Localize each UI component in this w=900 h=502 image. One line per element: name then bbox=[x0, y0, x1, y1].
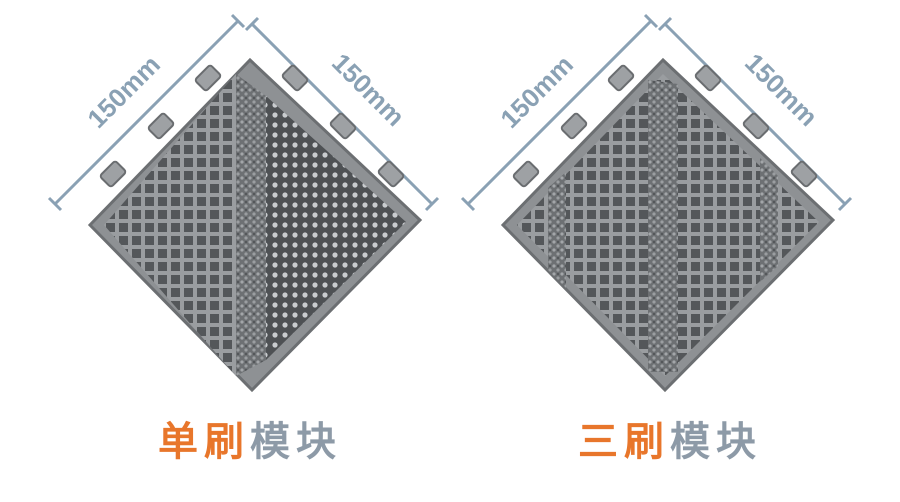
brush-strip bbox=[648, 80, 678, 372]
caption-accent: 三刷 bbox=[578, 419, 670, 465]
brush-strip bbox=[236, 74, 266, 376]
connector-tabs bbox=[512, 64, 818, 188]
caption-single-brush: 单刷模块 bbox=[130, 412, 370, 472]
caption-rest: 模块 bbox=[250, 419, 342, 465]
caption-accent: 单刷 bbox=[158, 419, 250, 465]
brush-strip bbox=[760, 158, 778, 282]
grid-region bbox=[104, 74, 236, 376]
pin-region bbox=[266, 96, 406, 360]
brush-strip bbox=[548, 172, 566, 288]
caption-rest: 模块 bbox=[670, 419, 762, 465]
caption-triple-brush: 三刷模块 bbox=[550, 412, 790, 472]
single-brush-module: 150mm 150mm bbox=[47, 13, 440, 393]
triple-brush-module: 150mm 150mm bbox=[460, 13, 853, 393]
connector-tabs bbox=[99, 64, 405, 188]
